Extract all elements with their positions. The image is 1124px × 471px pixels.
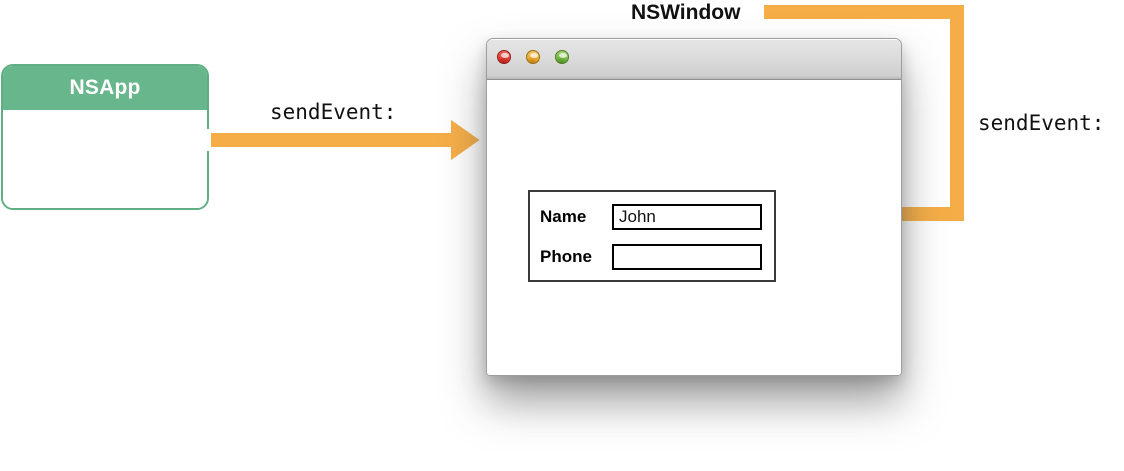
- form-row-phone: Phone: [540, 244, 762, 270]
- phone-input[interactable]: [612, 244, 762, 270]
- minimize-button-icon[interactable]: [526, 50, 540, 64]
- nsapp-box-title: NSApp: [69, 76, 141, 99]
- close-button-icon[interactable]: [497, 50, 511, 64]
- nsapp-box: NSApp: [1, 64, 209, 210]
- window-content: Name John Phone: [487, 80, 901, 375]
- nsapp-box-body: [3, 110, 207, 208]
- form-row-name: Name John: [540, 204, 762, 230]
- contact-form-group: Name John Phone: [528, 190, 776, 282]
- sendevent-label-right: sendEvent:: [978, 111, 1105, 135]
- nswindow[interactable]: Name John Phone: [486, 38, 902, 376]
- name-field-label: Name: [540, 207, 587, 226]
- nswindow-label: NSWindow: [631, 1, 741, 24]
- window-frame: Name John Phone: [486, 38, 902, 376]
- nsapp-box-header: NSApp: [3, 66, 207, 110]
- zoom-button-icon[interactable]: [555, 50, 569, 64]
- traffic-light-group: [497, 50, 569, 64]
- phone-field-label: Phone: [540, 247, 592, 266]
- sendevent-label-left: sendEvent:: [270, 100, 397, 124]
- name-input[interactable]: John: [612, 204, 762, 230]
- window-titlebar[interactable]: [487, 39, 901, 80]
